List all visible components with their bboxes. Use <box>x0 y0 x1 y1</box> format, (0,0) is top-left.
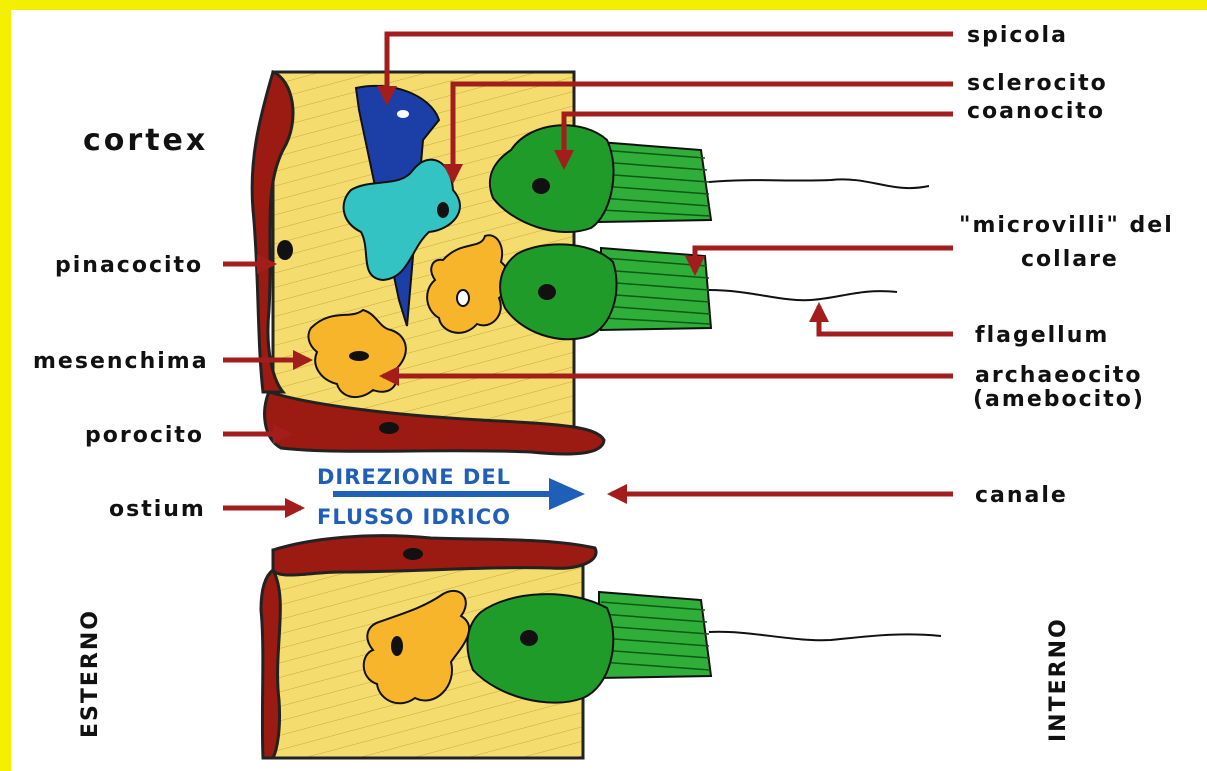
label-microvilli-line1: "microvilli" del <box>959 213 1174 238</box>
label-spicola: spicola <box>967 23 1068 48</box>
lower-pinacocyte-band <box>273 536 596 575</box>
choanocyte-nucleus-middle <box>538 284 556 300</box>
choanocyte-middle <box>500 244 897 339</box>
label-porocito: porocito <box>85 423 204 448</box>
choanocyte-nucleus-top <box>532 178 550 194</box>
label-cortex: cortex <box>83 123 208 158</box>
flow-label-line2: FLUSSO IDRICO <box>317 505 511 529</box>
label-coanocito: coanocito <box>967 99 1105 124</box>
label-archaeocito: archaeocito <box>975 363 1143 388</box>
flow-label-line1: DIREZIONE DEL <box>317 465 511 489</box>
pinacocyte-nucleus <box>277 240 293 260</box>
lower-pinacocyte-side <box>261 570 280 758</box>
pointer-microvilli <box>695 248 953 272</box>
label-amebocito: (amebocito) <box>973 387 1145 412</box>
label-flagellum: flagellum <box>975 323 1109 348</box>
flagellum-lower <box>709 632 941 640</box>
pointer-flagellum <box>819 306 953 334</box>
archaeocyte-lower-nucleus <box>391 636 403 656</box>
label-mesenchima: mesenchima <box>33 349 209 374</box>
flagellum-middle <box>709 290 897 300</box>
mesenchyme-nucleus <box>349 351 369 361</box>
flow-arrowhead <box>549 478 585 510</box>
flagellum-top <box>709 179 929 188</box>
choanocyte-nucleus-lower <box>520 630 538 646</box>
label-microvilli-line2: collare <box>1021 247 1119 272</box>
label-esterno: ESTERNO <box>78 609 103 738</box>
porocyte-nucleus <box>379 422 399 434</box>
lower-pinacocyte-nucleus <box>403 548 423 560</box>
label-pinacocito: pinacocito <box>55 253 203 278</box>
label-ostium: ostium <box>109 497 206 522</box>
sponge-diagram: DIREZIONE DEL FLUSSO IDRICO spicola scle… <box>11 10 1207 771</box>
spicule-hole <box>397 110 409 118</box>
label-interno: INTERNO <box>1046 617 1071 742</box>
choanocyte-top <box>490 125 929 232</box>
label-sclerocito: sclerocito <box>967 71 1108 96</box>
diagram-frame: DIREZIONE DEL FLUSSO IDRICO spicola scle… <box>11 10 1207 771</box>
label-canale: canale <box>975 483 1068 508</box>
choanocyte-lower <box>467 592 941 703</box>
collar-lower <box>599 592 711 678</box>
sclerocyte-nucleus <box>437 202 449 218</box>
archaeocyte-nucleus <box>457 290 469 306</box>
